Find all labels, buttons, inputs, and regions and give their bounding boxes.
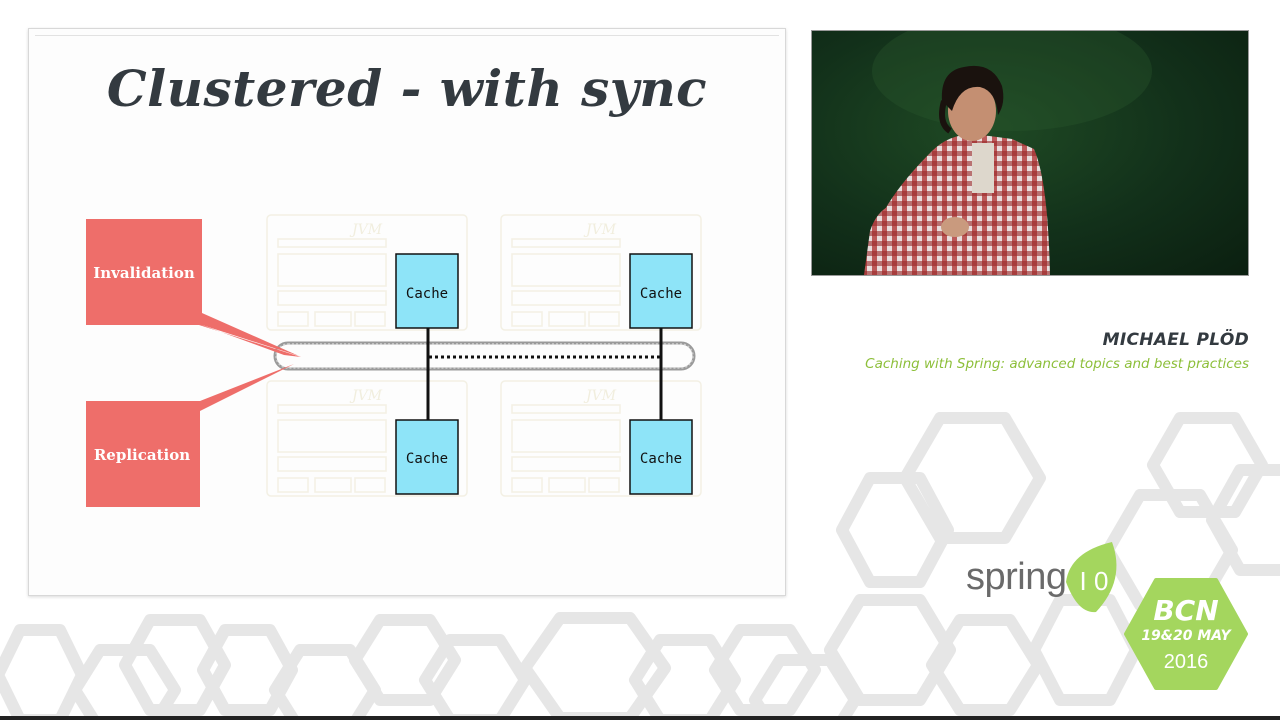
jvm-label-bottom-right: JVM bbox=[583, 388, 617, 404]
replication-label: Replication bbox=[94, 446, 190, 464]
jvm-label-top-right: JVM bbox=[583, 222, 617, 238]
cache-box-bottom-left bbox=[395, 419, 459, 495]
cache-label-bottom-left: Cache bbox=[406, 451, 448, 467]
event-dates: 19&20 MAY bbox=[1141, 628, 1231, 644]
speaker-body bbox=[864, 134, 1050, 275]
cache-label-top-left: Cache bbox=[406, 286, 448, 302]
jvm-box-bottom-left bbox=[266, 380, 468, 497]
spring-io-numerals: I 0 bbox=[1080, 566, 1109, 596]
bcn-event-badge-hexagon bbox=[1124, 578, 1248, 690]
jvm-box-top-left bbox=[266, 214, 468, 331]
speaker-video-frame bbox=[811, 30, 1249, 276]
cluster-sync-diagram: JVM JVM JVM bbox=[86, 214, 702, 507]
event-city: BCN bbox=[1153, 594, 1219, 627]
jvm-label-top-left: JVM bbox=[349, 222, 383, 238]
spring-logo-text: spring bbox=[966, 556, 1067, 598]
event-year: 2016 bbox=[1163, 651, 1209, 673]
speaker-head bbox=[939, 65, 1004, 141]
cache-label-top-right: Cache bbox=[640, 286, 682, 302]
slide-title: Clustered - with sync bbox=[106, 59, 708, 118]
sync-bus bbox=[273, 341, 696, 371]
replication-callout bbox=[86, 364, 294, 507]
jvm-box-bottom-right bbox=[500, 380, 702, 497]
talk-title: Caching with Spring: advanced topics and… bbox=[865, 356, 1249, 372]
cache-box-top-right bbox=[629, 253, 693, 329]
speaker-name: MICHAEL PLÖD bbox=[1102, 330, 1249, 350]
bottom-edge-bar bbox=[0, 716, 1280, 720]
invalidation-label: Invalidation bbox=[93, 264, 195, 282]
invalidation-callout bbox=[86, 219, 301, 357]
slide-top-rule bbox=[35, 35, 779, 36]
cache-box-top-left bbox=[395, 253, 459, 329]
spring-io-leaf-icon: I 0 bbox=[1066, 542, 1117, 613]
cache-box-bottom-right bbox=[629, 419, 693, 495]
speaker-figure bbox=[864, 31, 1152, 275]
presentation-slide: Clustered - with sync JVM JVM bbox=[28, 28, 786, 596]
jvm-label-bottom-left: JVM bbox=[349, 388, 383, 404]
jvm-box-top-right bbox=[500, 214, 702, 331]
cache-label-bottom-right: Cache bbox=[640, 451, 682, 467]
